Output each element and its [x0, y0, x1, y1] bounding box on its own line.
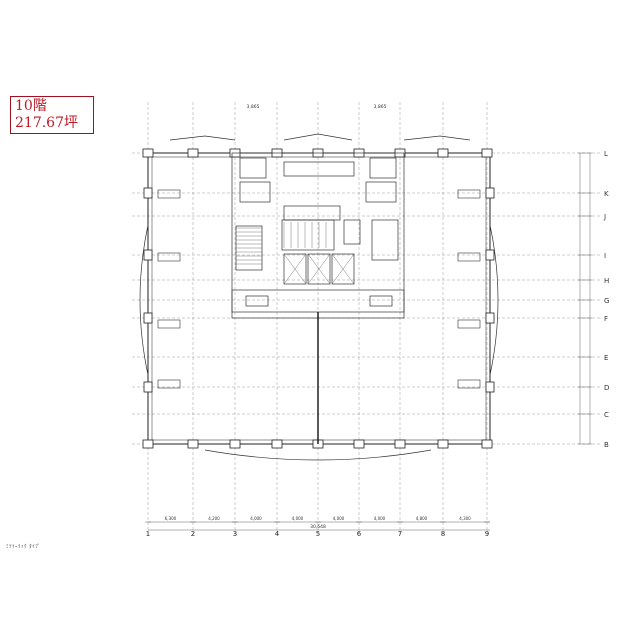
structural-column	[437, 148, 449, 158]
structural-column	[485, 381, 495, 393]
grid-row-label: B	[604, 441, 609, 449]
grid-row-label: G	[604, 297, 609, 305]
structural-column	[143, 381, 153, 393]
floor-area: 217.67坪	[15, 115, 78, 131]
structural-column	[271, 439, 283, 449]
top-dim-right: 3,865	[374, 104, 387, 110]
structural-column	[485, 249, 495, 261]
equipment-box	[157, 252, 181, 262]
floor-name: 10階	[15, 98, 47, 114]
grid-column-label: 3	[233, 530, 237, 538]
core	[231, 152, 405, 319]
grid-row-label: F	[604, 315, 608, 323]
grid-column-label: 4	[275, 530, 280, 538]
grid-row-label: C	[604, 411, 609, 419]
grid-row-label: D	[604, 384, 609, 392]
grid-row-label: L	[604, 150, 608, 158]
grid-column-label: 7	[398, 530, 402, 538]
structural-column	[142, 148, 154, 158]
structural-column	[229, 439, 241, 449]
equipment-box	[457, 252, 481, 262]
structural-column	[437, 439, 449, 449]
structural-column	[353, 439, 365, 449]
structural-column	[485, 312, 495, 324]
equipment-box	[157, 189, 181, 199]
bottom-dimension: 4,800	[416, 516, 428, 521]
wall-arcs	[139, 133, 499, 461]
structural-column	[394, 439, 406, 449]
structural-column	[142, 439, 154, 449]
grid-column-label: 6	[357, 530, 362, 538]
top-dim-left: 3,865	[247, 104, 260, 110]
structural-column	[143, 249, 153, 261]
structural-column	[481, 148, 493, 158]
structural-column	[481, 439, 493, 449]
equipment-box	[457, 379, 481, 389]
total-dimension: 30,648	[310, 524, 326, 530]
floor-label-box: 10階 217.67坪	[10, 96, 94, 134]
grid-column-label: 1	[146, 530, 150, 538]
equipment-box	[457, 189, 481, 199]
bottom-dimension: 4,000	[292, 516, 304, 521]
grid-row-label: E	[604, 354, 608, 362]
grid-column-label: 5	[316, 530, 320, 538]
grid-row-label: I	[604, 252, 606, 260]
building-outline	[147, 152, 491, 445]
bottom-dimension: 6,300	[165, 516, 177, 521]
grid-row-label: K	[604, 190, 609, 198]
equipment-box	[157, 379, 181, 389]
bottom-dimension: 4,000	[250, 516, 262, 521]
footer-note: ﾐﾂｲｰﾗｯｸ ﾀｲﾌﾟ	[6, 544, 41, 550]
structural-column	[143, 187, 153, 199]
equipment-box	[457, 319, 481, 329]
bottom-dimension: 4,000	[333, 516, 345, 521]
structural-column	[485, 187, 495, 199]
grid-column-label: 9	[485, 530, 489, 538]
bottom-dimension: 4,300	[459, 516, 471, 521]
grid-row-label: H	[604, 277, 609, 285]
bottom-dimension: 4,000	[374, 516, 386, 521]
grid-column-label: 2	[191, 530, 195, 538]
grid-row-label: J	[603, 213, 606, 221]
structural-column	[187, 148, 199, 158]
grid-column-label: 8	[441, 530, 445, 538]
structural-column	[187, 439, 199, 449]
equipment-box	[157, 319, 181, 329]
structural-column	[143, 312, 153, 324]
bottom-dimension: 4,200	[208, 516, 220, 521]
